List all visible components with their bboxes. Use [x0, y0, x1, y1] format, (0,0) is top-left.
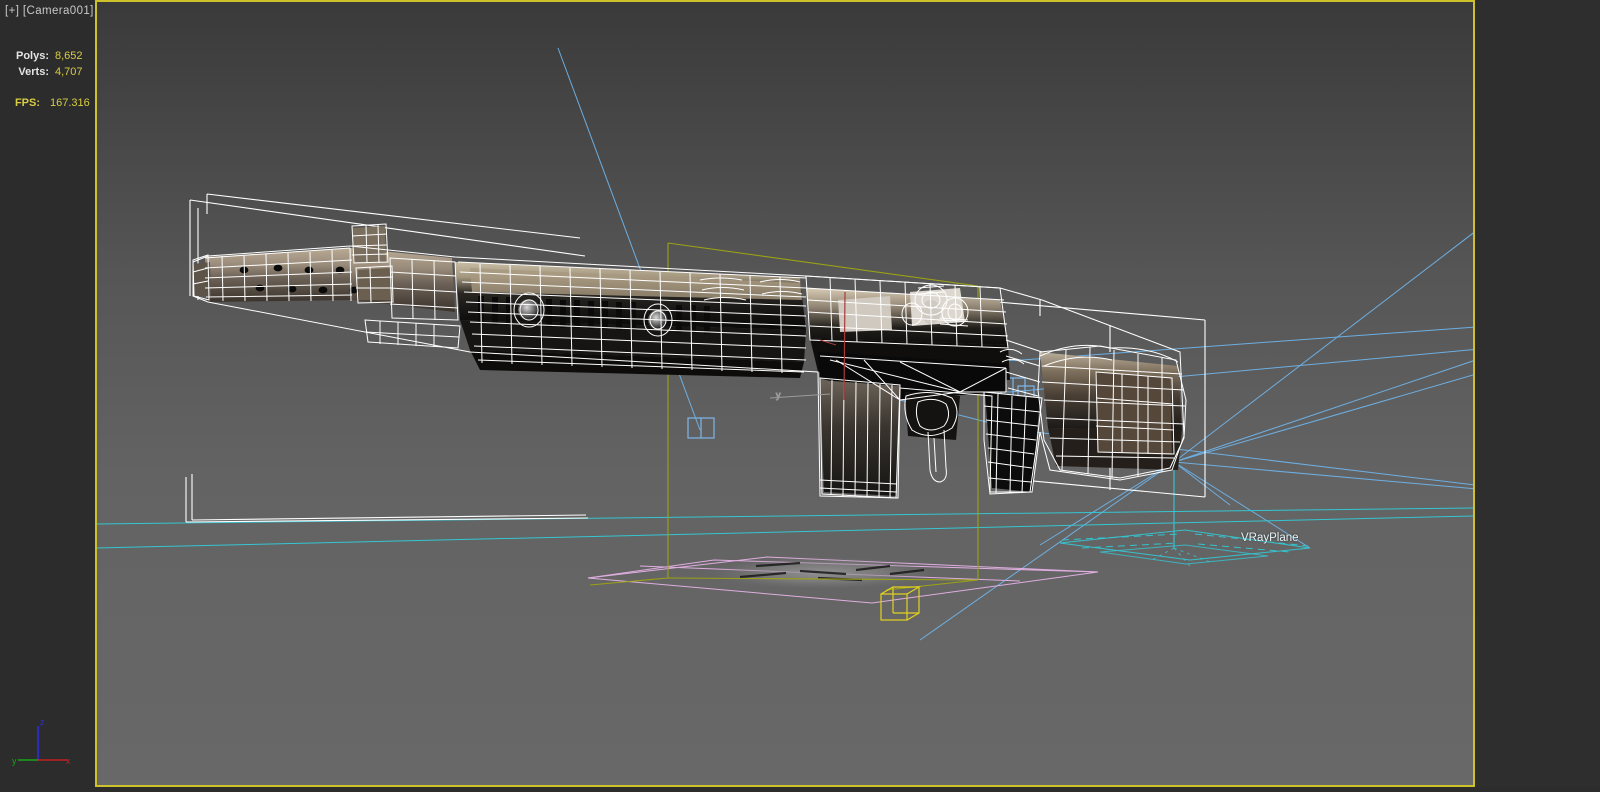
- fps-value: 167.316: [50, 97, 90, 109]
- verts-value: 4,707: [55, 66, 83, 78]
- x-axis-label: x: [66, 756, 71, 766]
- fps-label: FPS:: [14, 97, 40, 109]
- verts-label: Verts:: [18, 66, 49, 78]
- polys-value: 8,652: [55, 50, 83, 62]
- ground-shadow: [712, 557, 932, 589]
- rifle-rail-slots: [478, 296, 710, 334]
- box-primitive-gizmo[interactable]: [880, 586, 922, 621]
- bottom-gutter: [0, 787, 1600, 792]
- stat-row-fps: FPS: 167.316: [0, 97, 95, 113]
- vrayplane-object-label: VRayPlane: [1241, 532, 1299, 544]
- camera-frustum-helper-lines: [185, 193, 1206, 523]
- viewport-3d-canvas[interactable]: y: [95, 0, 1475, 787]
- viewport-name-label[interactable]: [+] [Camera001]: [5, 5, 94, 17]
- camera001-viewport[interactable]: y VRayPlane: [95, 0, 1475, 787]
- stat-row-verts: Verts: 4,707: [0, 66, 95, 82]
- polys-label: Polys:: [15, 50, 49, 62]
- right-gutter: [1479, 0, 1600, 792]
- z-axis-label: z: [40, 717, 45, 727]
- pivot-axis-line: [819, 291, 846, 401]
- left-gutter: [0, 0, 95, 792]
- axis-tripod-gizmo: z x y: [12, 717, 71, 766]
- svg-text:y: y: [776, 390, 781, 400]
- object-axis-marker: y: [769, 390, 831, 401]
- y-axis-label: y: [12, 756, 17, 766]
- stat-row-polys: Polys: 8,652: [0, 50, 95, 66]
- rifle-wireframe[interactable]: [192, 223, 1187, 499]
- vrayplane-wireframe[interactable]: [97, 462, 1473, 567]
- viewport-statistics-panel: Polys: 8,652 Verts: 4,707 FPS: 167.316: [0, 50, 95, 113]
